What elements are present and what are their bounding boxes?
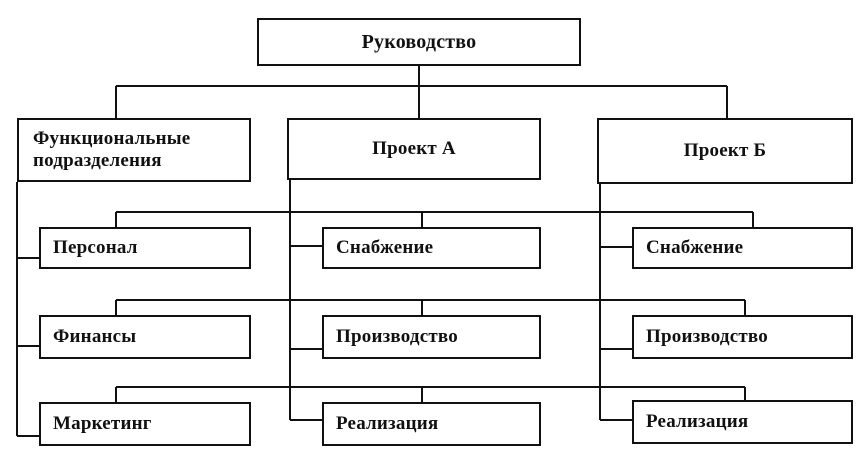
project-a-sales-label: Реализация	[336, 413, 439, 435]
project-a-label: Проект А	[372, 138, 456, 160]
unit-finance-box: Финансы	[39, 315, 251, 359]
project-a-supply-label: Снабжение	[336, 237, 434, 259]
unit-finance-label: Финансы	[53, 326, 137, 348]
project-b-sales-label: Реализация	[646, 411, 749, 433]
project-b-box: Проект Б	[597, 118, 853, 184]
project-a-supply-box: Снабжение	[322, 227, 541, 269]
project-a-box: Проект А	[287, 118, 541, 180]
functional-departments-box: Функциональные подразделения	[17, 118, 251, 182]
project-a-production-label: Производство	[336, 326, 458, 348]
root-box: Руководство	[257, 18, 581, 66]
project-b-sales-box: Реализация	[632, 400, 853, 444]
root-label: Руководство	[361, 30, 477, 53]
project-a-sales-box: Реализация	[322, 402, 541, 446]
project-b-supply-box: Снабжение	[632, 227, 853, 269]
project-b-label: Проект Б	[683, 140, 767, 162]
project-b-supply-label: Снабжение	[646, 237, 744, 259]
unit-personnel-label: Персонал	[53, 237, 138, 259]
unit-personnel-box: Персонал	[39, 227, 251, 269]
project-b-production-label: Производство	[646, 326, 768, 348]
project-a-production-box: Производство	[322, 315, 541, 359]
project-b-production-box: Производство	[632, 315, 853, 359]
unit-marketing-label: Маркетинг	[53, 413, 152, 435]
functional-departments-label: Функциональные подразделения	[33, 128, 191, 171]
unit-marketing-box: Маркетинг	[39, 402, 251, 446]
